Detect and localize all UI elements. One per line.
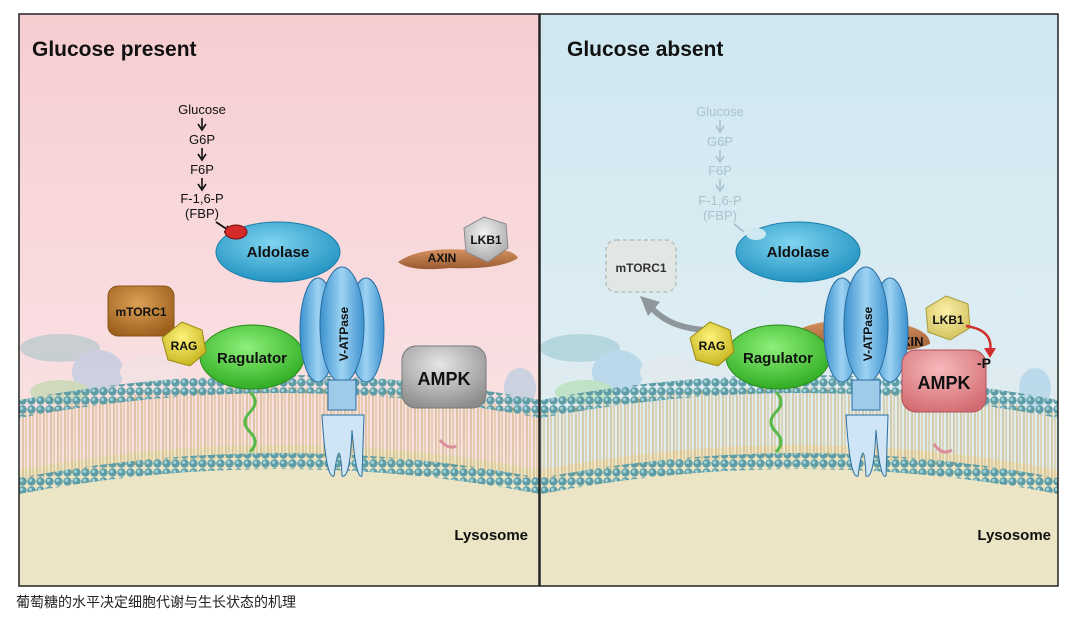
pathway-step: (FBP) (185, 206, 219, 221)
ampk: AMPK -P (901, 349, 991, 454)
pathway-step: Glucose (696, 104, 744, 119)
v-atpase: V-ATPase (823, 266, 909, 477)
lysosome-lumen (541, 445, 1058, 586)
lkb1: LKB1 (925, 295, 971, 341)
mtorc1: mTORC1 (605, 239, 677, 293)
glycolysis-pathway: Glucose G6P F6P F-1,6-P (FBP) (178, 102, 232, 233)
background-proteins (541, 334, 1051, 408)
lkb1-label: LKB1 (932, 313, 964, 327)
rag-label: RAG (171, 339, 198, 353)
aldolase-label: Aldolase (767, 244, 830, 261)
lysosome-label: Lysosome (454, 527, 528, 544)
ragulator-anchor (769, 390, 783, 454)
panel-glucose-absent: Glucose G6P F6P F-1,6-P (FBP) Aldolase m… (541, 14, 1058, 586)
pathway-step: Glucose (178, 102, 226, 117)
pathway-step: F6P (190, 162, 214, 177)
panel-title: Glucose absent (567, 38, 723, 61)
aldolase-label: Aldolase (247, 244, 310, 261)
ampk: AMPK (401, 345, 487, 449)
figure-caption: 葡萄糖的水平决定细胞代谢与生长状态的机理 (16, 595, 296, 611)
mtorc1-label: mTORC1 (615, 261, 666, 275)
rag-label: RAG (699, 339, 726, 353)
fbp-binding-arrow (733, 223, 745, 233)
pathway-arrow (197, 118, 207, 132)
pathway-step: F-1,6-P (698, 193, 741, 208)
pathway-step: G6P (707, 134, 733, 149)
lysosome-lumen (19, 445, 539, 586)
pathway-arrow (715, 179, 725, 193)
ragulator-label: Ragulator (743, 350, 813, 367)
v-atpase-label: V-ATPase (861, 306, 875, 361)
ragulator-label: Ragulator (217, 350, 287, 367)
panel-title: Glucose present (32, 38, 197, 61)
axin-lkb1-complex: AXIN LKB1 (398, 216, 518, 270)
ampk-label: AMPK (918, 373, 971, 393)
ampk-label: AMPK (418, 369, 471, 389)
panel-border-right (539, 13, 1059, 587)
pathway-step: F6P (708, 163, 732, 178)
pathway-arrow (197, 178, 207, 192)
axin-label: AXIN (428, 251, 457, 265)
lysosome-label: Lysosome (977, 527, 1051, 544)
panel-border-left (18, 13, 540, 587)
ragulator-anchor (243, 390, 257, 454)
pathway-arrow (197, 148, 207, 162)
rag: RAG (161, 321, 207, 367)
ragulator: Ragulator (199, 324, 305, 454)
mtorc1-release-arrowhead (640, 296, 660, 316)
aldolase: Aldolase (215, 221, 341, 283)
pathway-arrow (715, 120, 725, 134)
mtorc1-label: mTORC1 (115, 305, 166, 319)
phosphorylation-arrowhead (984, 348, 996, 358)
lkb1-label: LKB1 (470, 233, 502, 247)
mtorc1: mTORC1 (107, 285, 175, 337)
pathway-arrow (715, 150, 725, 164)
aldolase: Aldolase (735, 221, 861, 283)
v-atpase: V-ATPase (299, 266, 385, 477)
empty-fbp-pocket (746, 228, 766, 240)
pathway-step: (FBP) (703, 208, 737, 223)
rag: RAG (689, 321, 735, 367)
panel-glucose-present: Glucose G6P F6P F-1,6-P (FBP) Aldolase A… (19, 14, 539, 586)
v-atpase-label: V-ATPase (337, 306, 351, 361)
phospho-label: -P (977, 355, 991, 371)
pathway-step: F-1,6-P (180, 191, 223, 206)
fbp-bound-dot (224, 224, 248, 240)
lkb1 (463, 216, 509, 263)
glycolysis-pathway: Glucose G6P F6P F-1,6-P (FBP) (696, 104, 745, 233)
pathway-step: G6P (189, 132, 215, 147)
